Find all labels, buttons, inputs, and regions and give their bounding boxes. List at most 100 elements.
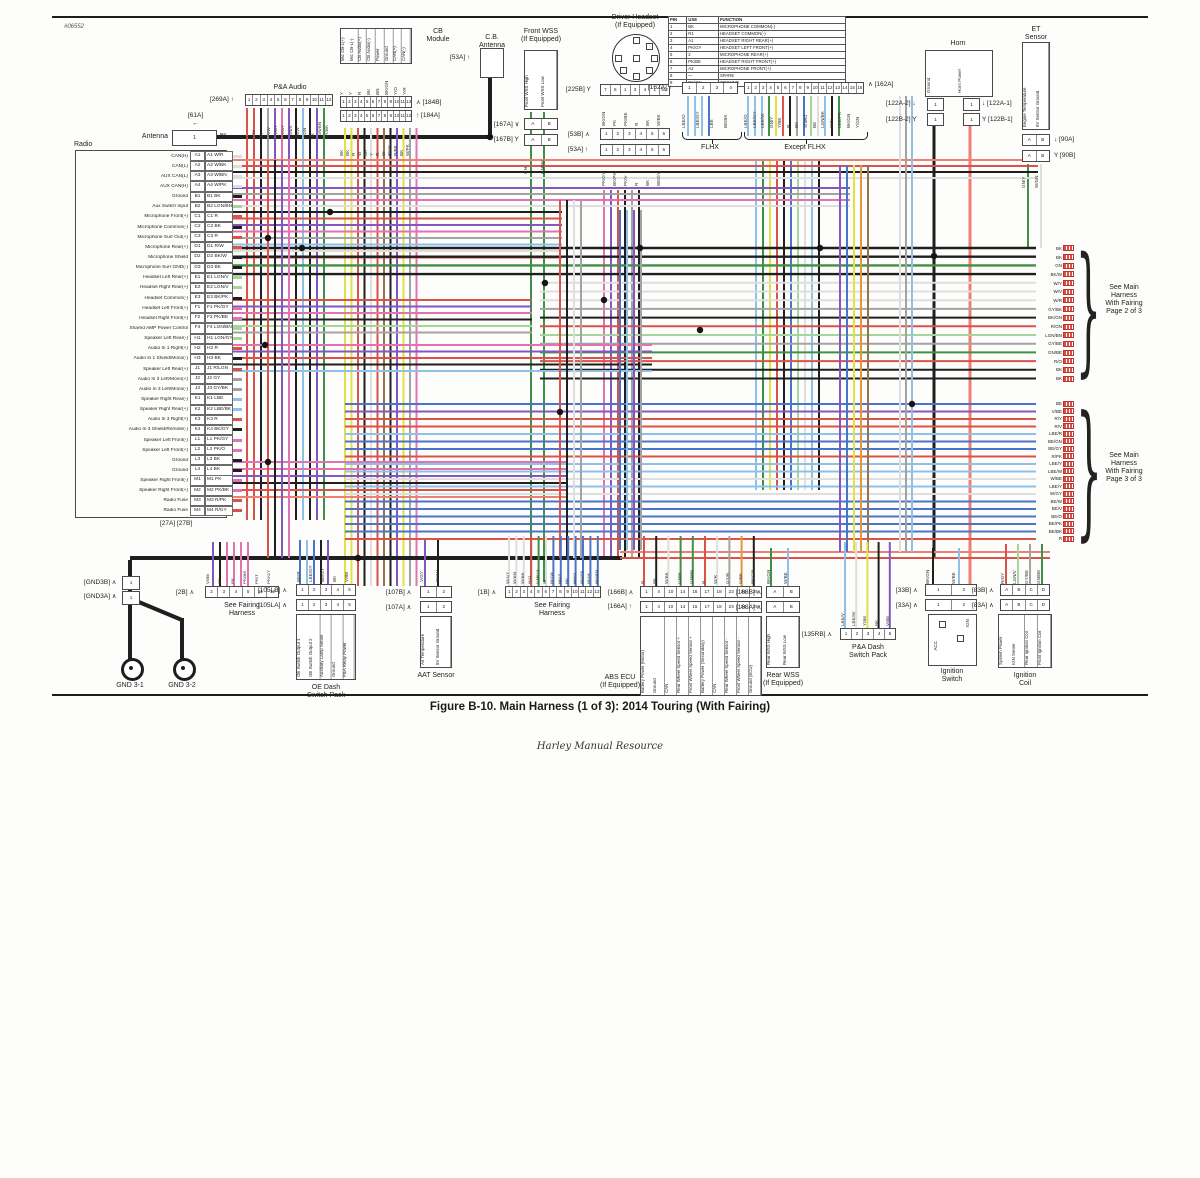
radio-pin-number: K2 bbox=[190, 404, 205, 415]
table-cell: FUNCTION bbox=[717, 16, 847, 24]
connector-stub bbox=[1063, 483, 1074, 490]
radio-pin-number: J2 bbox=[190, 374, 205, 385]
pin-cell: 17 bbox=[701, 587, 714, 597]
pin-cell: 7 bbox=[377, 97, 383, 107]
pin-cell: 10 bbox=[812, 83, 820, 93]
radio-pin-number: F4 bbox=[190, 323, 205, 334]
vertical-label: Battery Power (Secondary) bbox=[700, 617, 713, 695]
radio-wire-stub bbox=[233, 245, 242, 249]
top-border-line bbox=[52, 16, 1148, 18]
pin-cell: 25 bbox=[752, 589, 758, 594]
radio-wire-stub bbox=[233, 225, 242, 229]
radio-pin-function: AUX CAN(L) bbox=[160, 173, 188, 179]
vertical-label: LBE/GY bbox=[696, 111, 700, 128]
connector-stub bbox=[1063, 423, 1074, 430]
radio-wire-stub bbox=[233, 458, 242, 462]
horn-title: Horn bbox=[950, 40, 966, 47]
harness-wire-row: W/V bbox=[1030, 287, 1074, 296]
vertical-label: PK/BK bbox=[242, 570, 247, 584]
radio-wire-code: K1 LBE bbox=[205, 394, 233, 405]
pin-cell: 1 bbox=[601, 129, 613, 139]
wiring-art bbox=[128, 76, 1050, 660]
pin-cell: 3 bbox=[353, 111, 359, 121]
vertical-label: BK bbox=[218, 577, 223, 584]
radio-pin-function: Audio In 1 Right(+) bbox=[147, 346, 188, 352]
tag-83a: [83A] ∧ bbox=[972, 602, 994, 609]
ignition-switch-box: IGN ACC bbox=[928, 614, 977, 666]
wire-code-label: BK bbox=[1055, 376, 1062, 382]
radio-pin-number: E3 bbox=[190, 292, 205, 304]
junction-dot bbox=[354, 554, 362, 562]
pin-cell: 5 bbox=[888, 631, 892, 636]
page3-note: See Main Harness With Fairing Page 3 of … bbox=[1105, 452, 1143, 484]
harness-wire-row: W/BE bbox=[1030, 475, 1074, 483]
wire-code-label: R/PK bbox=[1051, 453, 1062, 459]
pa-audio-title: P&A Audio bbox=[273, 84, 307, 91]
radio-pin-function: Speaker Left Rear(+) bbox=[143, 366, 188, 372]
pin-cell: 9 bbox=[304, 95, 312, 105]
radio-pin-function: Speaker Right Rear(+) bbox=[139, 407, 188, 413]
vertical-label: R bbox=[635, 122, 639, 126]
vertical-label: BK bbox=[653, 577, 658, 584]
radio-wire-stub bbox=[233, 479, 242, 483]
vertical-label: W/PK bbox=[406, 144, 410, 156]
pin-cell: 5 bbox=[365, 111, 371, 121]
tag-122a-1: ↓ [122A-1] bbox=[982, 100, 1012, 107]
junction-dot bbox=[486, 133, 494, 141]
radio-pin-number: F2 bbox=[190, 313, 205, 324]
vertical-label: BK/PK bbox=[613, 172, 617, 186]
pin-cell: 1 bbox=[641, 602, 654, 612]
horn-connector-ground-b: 1 bbox=[927, 113, 944, 126]
table-cell: 4 bbox=[667, 44, 688, 52]
pin-cell: 10 bbox=[394, 97, 401, 107]
tag-107a: [107A] ∧ bbox=[386, 604, 412, 611]
vertical-label: PK/T bbox=[255, 573, 260, 584]
harness-wire-row: GN/BE bbox=[1030, 348, 1074, 357]
radio-pin-function: Headset Common(-) bbox=[144, 295, 188, 301]
pin-cell: 11 bbox=[579, 587, 587, 597]
connector-stub bbox=[1063, 297, 1074, 304]
pin-cell: B bbox=[789, 589, 793, 594]
pin-cell: 12 bbox=[406, 99, 412, 104]
aat-sensor-label: AAT Sensor bbox=[417, 672, 455, 679]
radio-pin-number: L4 bbox=[190, 465, 205, 476]
vertical-label: R bbox=[701, 580, 706, 584]
tag-166b: [166B] ⋏ bbox=[608, 589, 634, 596]
vertical-label: GN/GY bbox=[535, 569, 540, 584]
pin-cell: 5 bbox=[243, 587, 255, 597]
radio-pin-function: Radio Fuse bbox=[163, 508, 188, 514]
tag-122b-1: Y [122B-1] bbox=[982, 116, 1013, 123]
vertical-label: W/BN bbox=[513, 572, 518, 584]
vertical-label: CAN(-) bbox=[402, 29, 411, 63]
radio-pin-function: Ground bbox=[172, 194, 188, 200]
connector-stub bbox=[1063, 245, 1074, 252]
wire-code-label: BK/W bbox=[1050, 271, 1062, 277]
radio-pin-number: D3 bbox=[190, 262, 205, 273]
vertical-label: OE Switch Output 2 bbox=[308, 615, 321, 679]
radio-pin-function: Audio In 1 Shield/Mono(-) bbox=[133, 356, 188, 362]
wire-code-label: LGN/BN bbox=[1045, 332, 1062, 338]
pin-cell: 1 bbox=[506, 587, 514, 597]
pin-cell: 4 bbox=[636, 129, 647, 139]
tag-166a: [166A] ↑ bbox=[608, 603, 632, 610]
pin-cell: 4 bbox=[359, 111, 365, 121]
tag-90a: ↓ [90A] bbox=[1054, 136, 1075, 143]
radio-pin-number: H1 bbox=[190, 333, 205, 344]
radio-pin-number: D2 bbox=[190, 252, 205, 263]
pin-cell: B bbox=[547, 137, 551, 142]
radio-pin-function: CAN(L) bbox=[172, 163, 188, 169]
pin-cell: 12 bbox=[269, 589, 275, 594]
table-cell: 2 bbox=[667, 30, 688, 38]
tag-162a-right: ∧ [162A] bbox=[868, 81, 894, 88]
